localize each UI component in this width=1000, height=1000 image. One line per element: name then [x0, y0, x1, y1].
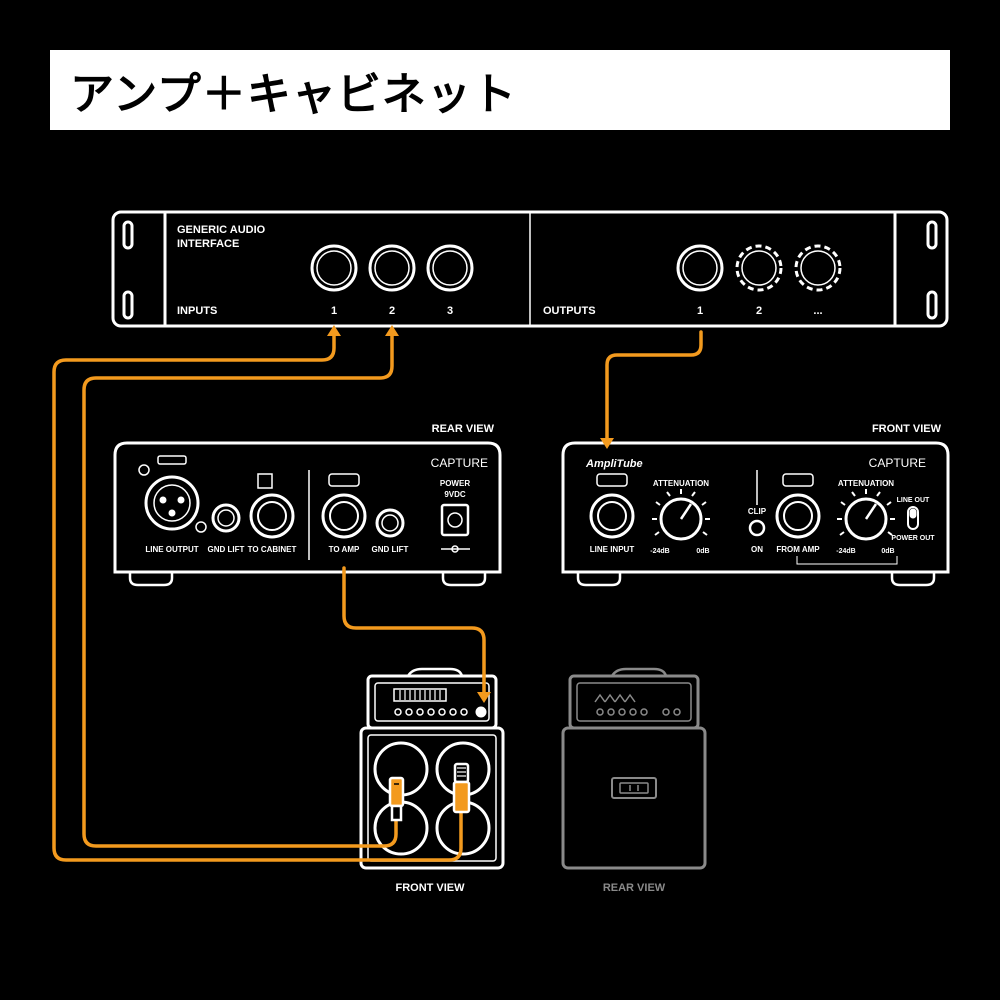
amp-cab-front [359, 667, 505, 870]
attenuation-knob-1[interactable] [652, 489, 710, 541]
amplitube-logo: AmpliTube [585, 458, 643, 470]
line-out-label: LINE OUT [897, 497, 930, 504]
to-amp-label: TO AMP [329, 545, 360, 554]
interface-name-line2: INTERFACE [177, 238, 239, 250]
cable-cab-to-interface-input-2 [82, 332, 398, 848]
input-jack-2[interactable] [368, 244, 416, 292]
amp-rear-view-label: REAR VIEW [603, 882, 666, 894]
on-label: ON [751, 545, 763, 554]
power-label-line2: 9VDC [444, 490, 466, 499]
amp-front-view-label: FRONT VIEW [395, 882, 465, 894]
plug-cab-left [388, 776, 405, 822]
to-amp-jack[interactable] [321, 473, 367, 539]
gnd-lift-switch-2[interactable] [375, 508, 405, 538]
output-jack-2[interactable] [735, 244, 783, 292]
arrow-to-line-input [600, 438, 614, 449]
capture-front-brand: CAPTURE [869, 456, 926, 470]
output-jacks [676, 244, 842, 292]
input-number-1: 1 [331, 305, 337, 317]
page-title: アンプ＋キャビネット [70, 69, 517, 120]
min-db-label-2: -24dB [836, 548, 855, 555]
audio-interface [111, 210, 949, 328]
line-output-label: LINE OUTPUT [145, 545, 198, 554]
line-input-jack[interactable] [589, 473, 635, 539]
output-number-3: ... [813, 305, 822, 317]
power-out-label: POWER OUT [891, 535, 935, 542]
arrow-to-amp-input [477, 692, 491, 703]
outputs-label: OUTPUTS [543, 305, 596, 317]
power-9vdc-jack[interactable] [440, 503, 470, 553]
title-bar: アンプ＋キャビネット [50, 50, 950, 130]
arrow-to-input-1 [327, 325, 341, 336]
attenuation-label-2: ATTENUATION [838, 479, 894, 488]
clip-led [748, 519, 766, 537]
capture-front-unit [561, 441, 950, 587]
max-db-label-2: 0dB [881, 548, 894, 555]
to-cabinet-jack[interactable] [249, 473, 295, 539]
output-jack-1[interactable] [676, 244, 724, 292]
amp-cab-rear [561, 667, 707, 870]
xlr-line-output-jack[interactable] [138, 455, 207, 533]
input-jack-1[interactable] [310, 244, 358, 292]
output-number-2: 2 [756, 305, 762, 317]
from-amp-label: FROM AMP [776, 545, 820, 554]
input-number-3: 3 [447, 305, 453, 317]
cable-cab-to-interface-input-1 [52, 332, 463, 862]
input-jack-3[interactable] [426, 244, 474, 292]
max-db-label-1: 0dB [696, 548, 709, 555]
inputs-label: INPUTS [177, 305, 217, 317]
output-number-1: 1 [697, 305, 703, 317]
capture-front-view-label: FRONT VIEW [872, 423, 942, 435]
capture-rear-unit [113, 441, 502, 587]
gnd-lift-switch-1[interactable] [211, 503, 241, 533]
line-input-label: LINE INPUT [590, 545, 635, 554]
capture-rear-view-label: REAR VIEW [432, 423, 495, 435]
arrow-to-input-2 [385, 325, 399, 336]
interface-name-line1: GENERIC AUDIO [177, 224, 266, 236]
attenuation-label-1: ATTENUATION [653, 479, 709, 488]
power-label-line1: POWER [440, 479, 470, 488]
from-amp-jack[interactable] [775, 473, 821, 539]
output-jack-3[interactable] [794, 244, 842, 292]
input-number-2: 2 [389, 305, 395, 317]
capture-rear-brand: CAPTURE [431, 456, 488, 470]
min-db-label-1: -24dB [650, 548, 669, 555]
gnd-lift-label-2: GND LIFT [372, 545, 409, 554]
to-cabinet-label: TO CABINET [248, 545, 297, 554]
attenuation-knob-2[interactable] [837, 489, 895, 541]
input-jacks [310, 244, 474, 292]
cable-to-amp-into-amp-input [342, 566, 486, 695]
cable-interface-output-to-line-input [605, 330, 703, 442]
clip-label: CLIP [748, 507, 767, 516]
gnd-lift-label-1: GND LIFT [208, 545, 245, 554]
line-out-power-out-switch[interactable] [907, 506, 919, 530]
plug-cab-right [452, 762, 471, 814]
